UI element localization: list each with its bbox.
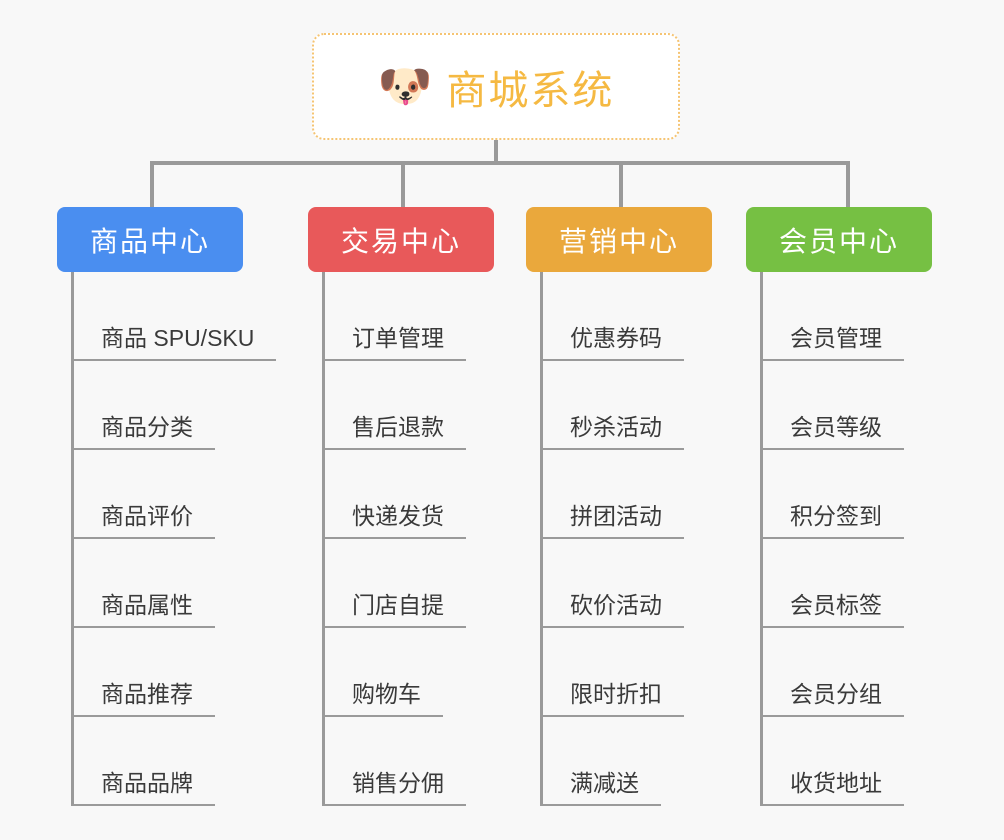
column-header-3[interactable]: 营销中心 [526,207,712,272]
list-item[interactable]: 会员标签 [760,539,932,628]
list-item-label: 订单管理 [348,319,466,361]
list-item-label: 门店自提 [348,586,466,628]
list-item[interactable]: 商品分类 [71,361,276,450]
list-item[interactable]: 限时折扣 [540,628,712,717]
leaf-connector [760,448,794,450]
leaf-connector [71,537,105,539]
leaf-connector [322,715,356,717]
leaf-connector [322,359,356,361]
column-body-4: 会员管理 会员等级 积分签到 会员标签 会员分组 收货地址 [760,272,932,806]
leaf-connector [71,626,105,628]
list-item-label: 商品分类 [97,408,215,450]
list-item[interactable]: 商品推荐 [71,628,276,717]
leaf-connector [322,448,356,450]
leaf-connector [540,537,574,539]
leaf-connector [322,537,356,539]
list-item[interactable]: 商品属性 [71,539,276,628]
column-header-4[interactable]: 会员中心 [746,207,932,272]
connector-drop-4 [846,161,850,208]
root-title: 商城系统 [446,68,615,113]
column-body-1: 商品 SPU/SKU 商品分类 商品评价 商品属性 商品推荐 商品品牌 [71,272,277,806]
list-item-label: 收货地址 [786,764,904,806]
list-item-label: 秒杀活动 [566,408,684,450]
column-spine-2 [322,272,325,806]
list-item-label: 砍价活动 [566,586,684,628]
list-item[interactable]: 订单管理 [322,272,494,361]
list-item[interactable]: 优惠券码 [540,272,712,361]
list-item[interactable]: 秒杀活动 [540,361,712,450]
connector-drop-3 [619,161,623,208]
list-item[interactable]: 满减送 [540,717,712,806]
leaf-connector [760,359,794,361]
list-item-label: 拼团活动 [566,497,684,539]
list-item-label: 积分签到 [786,497,904,539]
list-item-label: 销售分佣 [348,764,466,806]
list-item-label: 会员分组 [786,675,904,717]
list-item[interactable]: 会员管理 [760,272,932,361]
connector-bus [150,161,850,165]
list-item-label: 购物车 [348,675,443,717]
leaf-connector [71,715,105,717]
leaf-connector [760,804,794,806]
connector-root-stem [494,140,498,164]
list-item[interactable]: 快递发货 [322,450,494,539]
column-header-2[interactable]: 交易中心 [308,207,494,272]
list-item-label: 会员标签 [786,586,904,628]
leaf-connector [71,359,105,361]
column-member-center: 会员中心 会员管理 会员等级 积分签到 会员标签 会员分组 [746,207,932,806]
leaf-connector [760,537,794,539]
list-item[interactable]: 收货地址 [760,717,932,806]
list-item-label: 商品推荐 [97,675,215,717]
list-item-label: 商品属性 [97,586,215,628]
connector-drop-2 [401,161,405,208]
column-header-1[interactable]: 商品中心 [57,207,243,272]
list-item[interactable]: 商品品牌 [71,717,276,806]
list-item-label: 商品 SPU/SKU [97,319,277,361]
list-item[interactable]: 商品评价 [71,450,276,539]
column-product-center: 商品中心 商品 SPU/SKU 商品分类 商品评价 商品属性 商品推荐 [57,207,277,806]
list-item[interactable]: 会员等级 [760,361,932,450]
leaf-connector [71,804,105,806]
list-item-label: 售后退款 [348,408,466,450]
leaf-connector [760,626,794,628]
leaf-connector [540,626,574,628]
column-body-2: 订单管理 售后退款 快递发货 门店自提 购物车 销售分佣 [322,272,494,806]
leaf-connector [540,804,574,806]
list-item-label: 会员管理 [786,319,904,361]
list-item[interactable]: 购物车 [322,628,494,717]
column-trade-center: 交易中心 订单管理 售后退款 快递发货 门店自提 购物车 [308,207,494,806]
leaf-connector [540,715,574,717]
list-item[interactable]: 积分签到 [760,450,932,539]
list-item-label: 商品品牌 [97,764,215,806]
leaf-connector [540,359,574,361]
list-item[interactable]: 售后退款 [322,361,494,450]
dog-face-icon: 🐶 [377,61,433,111]
list-item-label: 优惠券码 [566,319,684,361]
leaf-connector [322,626,356,628]
leaf-connector [322,804,356,806]
list-item-label: 会员等级 [786,408,904,450]
leaf-connector [760,715,794,717]
list-item[interactable]: 销售分佣 [322,717,494,806]
connector-drop-1 [150,161,154,208]
column-body-3: 优惠券码 秒杀活动 拼团活动 砍价活动 限时折扣 满减送 [540,272,712,806]
root-node[interactable]: 🐶 商城系统 [312,33,680,140]
list-item[interactable]: 门店自提 [322,539,494,628]
column-spine-1 [71,272,74,806]
list-item[interactable]: 会员分组 [760,628,932,717]
list-item-label: 限时折扣 [566,675,684,717]
leaf-connector [71,448,105,450]
list-item[interactable]: 砍价活动 [540,539,712,628]
list-item-label: 满减送 [566,764,661,806]
list-item-label: 快递发货 [348,497,466,539]
column-marketing-center: 营销中心 优惠券码 秒杀活动 拼团活动 砍价活动 限时折扣 [526,207,712,806]
column-spine-4 [760,272,763,806]
list-item-label: 商品评价 [97,497,215,539]
leaf-connector [540,448,574,450]
column-spine-3 [540,272,543,806]
list-item[interactable]: 拼团活动 [540,450,712,539]
list-item[interactable]: 商品 SPU/SKU [71,272,277,361]
